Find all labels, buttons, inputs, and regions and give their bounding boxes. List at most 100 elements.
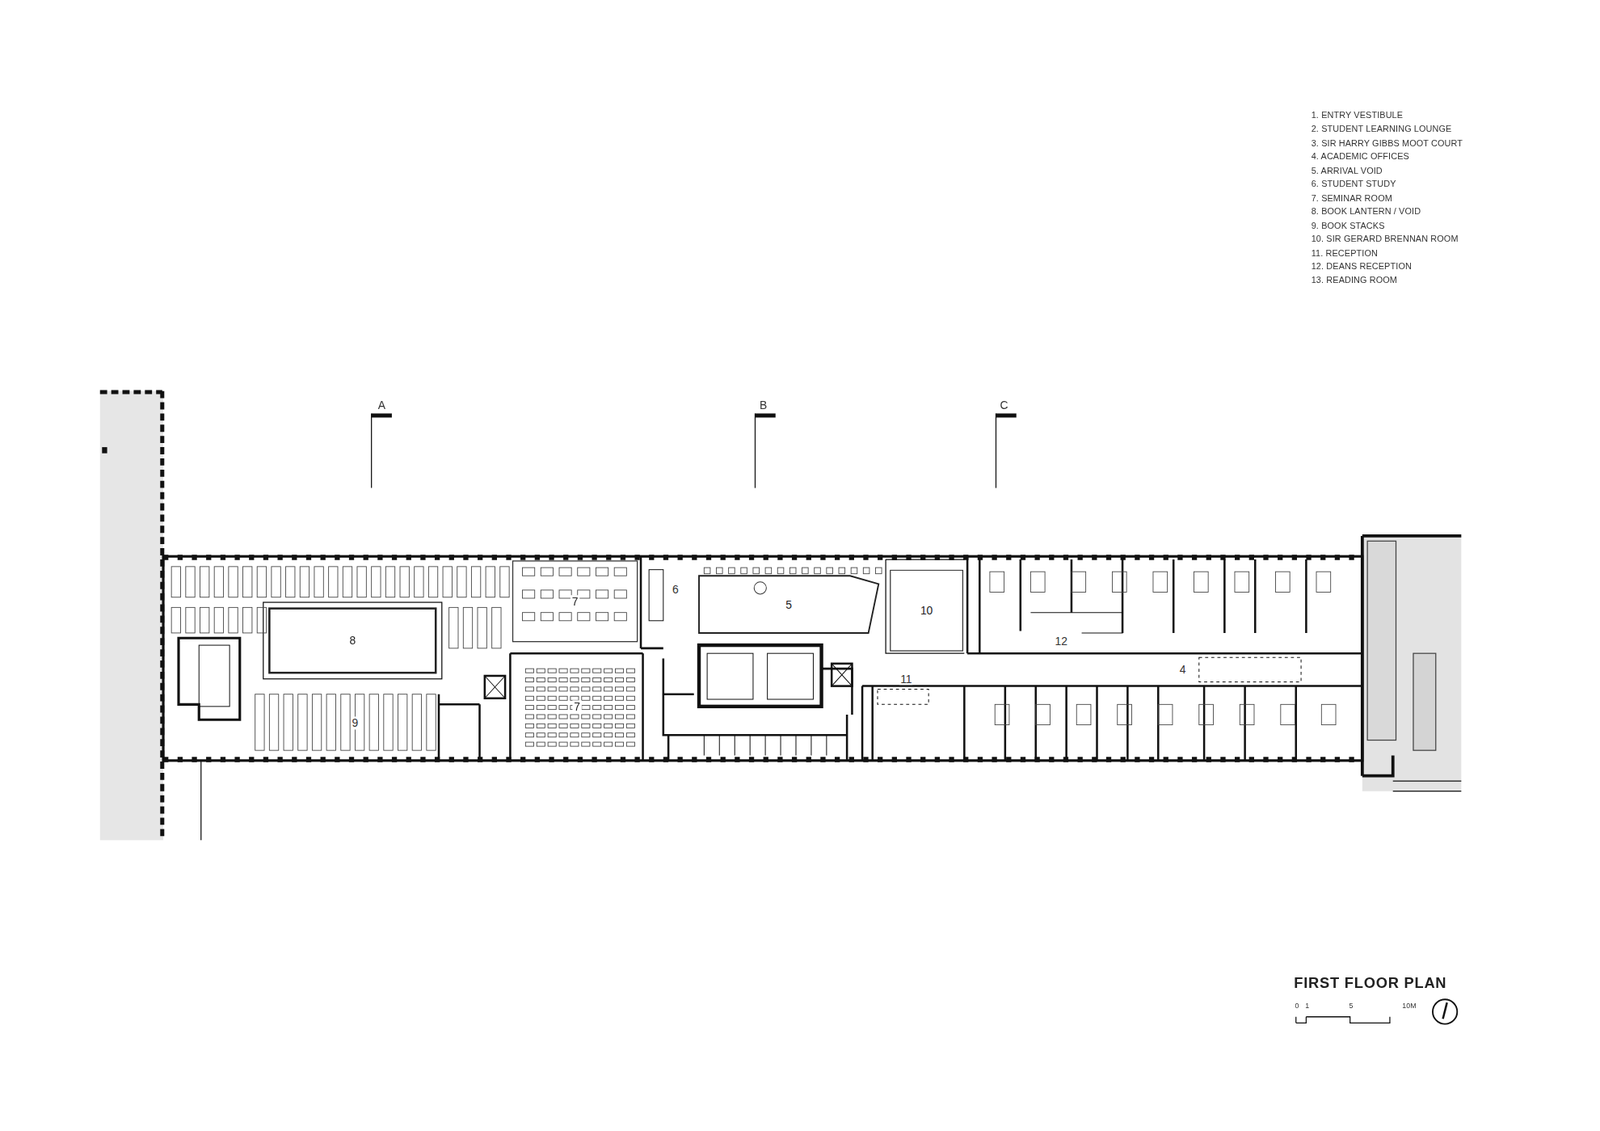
furniture (604, 723, 613, 728)
furniture (593, 668, 602, 673)
room-number: 5 (784, 597, 793, 611)
room-number: 7 (570, 594, 579, 607)
furniture (559, 589, 572, 598)
furniture (414, 566, 424, 598)
toilet-stall (703, 734, 827, 755)
legend-line: 10. SIR GERARD BRENNAN ROOM (1311, 235, 1459, 245)
scale-value: 5 (1348, 1001, 1353, 1010)
furniture (525, 668, 534, 673)
furniture (214, 606, 224, 633)
furniture (604, 714, 613, 719)
furniture (525, 741, 534, 746)
reception-desk (877, 688, 929, 704)
furniture (559, 677, 568, 682)
furniture (522, 589, 535, 598)
furniture (397, 694, 407, 750)
furniture (614, 714, 624, 719)
furniture (525, 714, 534, 719)
furniture (243, 606, 253, 633)
stair-wall (178, 637, 240, 720)
wall (862, 555, 1363, 761)
furniture (593, 686, 602, 691)
furniture (1234, 571, 1250, 592)
desk (648, 569, 664, 621)
furniture (547, 695, 556, 700)
furniture (850, 567, 858, 574)
section-marker (371, 412, 1017, 488)
furniture (1153, 571, 1168, 592)
furniture (540, 567, 553, 576)
lantern-frame (263, 602, 443, 679)
furniture (559, 723, 568, 728)
furniture (442, 566, 452, 598)
furniture (1111, 571, 1127, 592)
furniture (570, 741, 579, 746)
wall (885, 559, 965, 653)
furniture (570, 686, 579, 691)
furniture (428, 566, 438, 598)
scale-value: 1 (1305, 1001, 1310, 1010)
furniture (570, 714, 579, 719)
furniture (426, 694, 436, 750)
furniture (547, 668, 556, 673)
furniture (271, 566, 281, 598)
legend-line: 4. ACADEMIC OFFICES (1311, 152, 1410, 163)
furniture (581, 723, 590, 728)
legend-line: 3. SIR HARRY GIBBS MOOT COURT (1311, 138, 1463, 149)
furniture (994, 703, 1010, 725)
furniture (614, 741, 624, 746)
furniture (536, 695, 545, 700)
furniture (463, 606, 472, 649)
section-mark: C (1000, 399, 1009, 412)
furniture (1280, 703, 1296, 725)
furniture (604, 677, 613, 682)
furniture (547, 714, 556, 719)
legend-line: 11. RECEPTION (1311, 248, 1378, 258)
furniture (1076, 703, 1091, 725)
furniture (471, 566, 480, 598)
furniture (298, 694, 308, 750)
furniture (385, 566, 395, 598)
office-partition (964, 686, 1296, 761)
furniture (703, 567, 711, 574)
scale-bar (1296, 1016, 1390, 1024)
furniture (522, 567, 535, 576)
furniture (383, 694, 393, 750)
furniture (400, 566, 409, 598)
furniture (256, 606, 266, 633)
furniture (214, 566, 224, 598)
window-piers (163, 756, 1363, 762)
wall (663, 658, 853, 761)
furniture (604, 705, 613, 710)
legend-line: 7. SEMINAR ROOM (1311, 193, 1393, 204)
furniture (814, 567, 822, 574)
lift (1413, 652, 1436, 750)
furniture (614, 723, 624, 728)
furniture (595, 589, 608, 598)
furniture (536, 723, 545, 728)
furniture (577, 589, 590, 598)
furniture (286, 566, 295, 598)
furniture (577, 612, 590, 621)
furniture (525, 732, 534, 737)
column (101, 446, 107, 454)
furniture (200, 606, 210, 633)
office-partition (979, 559, 1306, 653)
furniture (540, 612, 553, 621)
furniture (593, 732, 602, 737)
furniture (626, 705, 635, 710)
furniture (581, 677, 590, 682)
furniture (614, 668, 624, 673)
room: 7 (512, 560, 638, 642)
furniture (593, 705, 602, 710)
room-number: 4 (1178, 663, 1187, 676)
section-mark: B (759, 399, 767, 412)
scale-value: 0 (1295, 1001, 1300, 1010)
furniture (369, 694, 379, 750)
furniture (559, 612, 572, 621)
furniture (581, 714, 590, 719)
furniture (789, 567, 796, 574)
furniture (604, 695, 613, 700)
furniture (604, 741, 613, 746)
furniture (1316, 571, 1331, 592)
